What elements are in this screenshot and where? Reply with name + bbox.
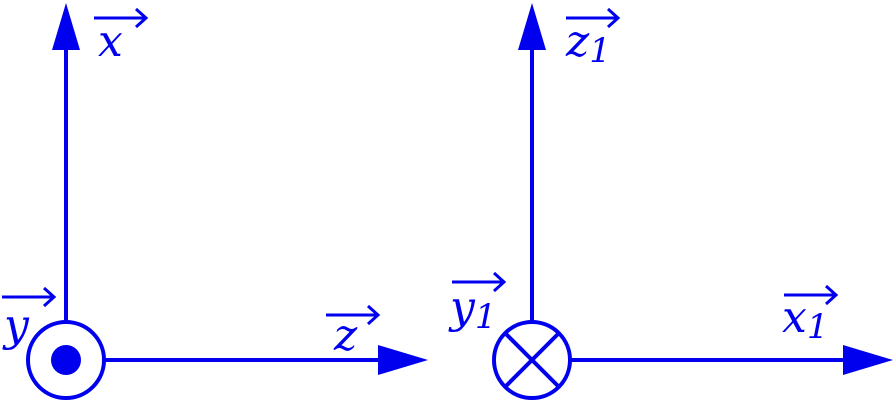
right-normal-axis-letter: y1: [448, 282, 497, 337]
right-vertical-axis-subscript: 1: [589, 31, 611, 71]
arrow-right-icon: [843, 345, 893, 375]
right-normal-axis-subscript: 1: [475, 297, 497, 337]
right-vertical-axis: [518, 3, 546, 360]
left-horizontal-axis: [66, 345, 428, 375]
right-horizontal-axis: [532, 345, 893, 375]
right-vertical-axis-label: z1: [564, 7, 620, 71]
left-vertical-axis: [52, 3, 80, 360]
arrow-up-icon: [52, 3, 80, 50]
cross-in-circle-into-page-icon: [492, 320, 572, 400]
right-horizontal-axis-label: x1: [782, 284, 838, 347]
left-vertical-axis-letter: x: [98, 16, 123, 67]
left-normal-axis-letter: y: [2, 300, 30, 351]
left-vertical-axis-label: x: [92, 7, 148, 67]
right-vertical-axis-letter: z1: [565, 16, 611, 71]
arrow-up-icon: [518, 3, 546, 50]
right-horizontal-axis-letter: x1: [782, 292, 828, 347]
right-frame: z1 x1 y1: [448, 3, 893, 400]
right-normal-axis-label: y1: [448, 271, 506, 337]
arrow-right-icon: [378, 345, 428, 375]
left-frame: x z y: [0, 3, 428, 400]
right-horizontal-axis-subscript: 1: [807, 307, 829, 347]
left-horizontal-axis-label: z: [324, 304, 380, 361]
left-normal-axis-label: y: [0, 286, 56, 351]
left-horizontal-axis-letter: z: [333, 310, 358, 361]
dot-in-circle-out-of-page-icon: [26, 320, 106, 400]
